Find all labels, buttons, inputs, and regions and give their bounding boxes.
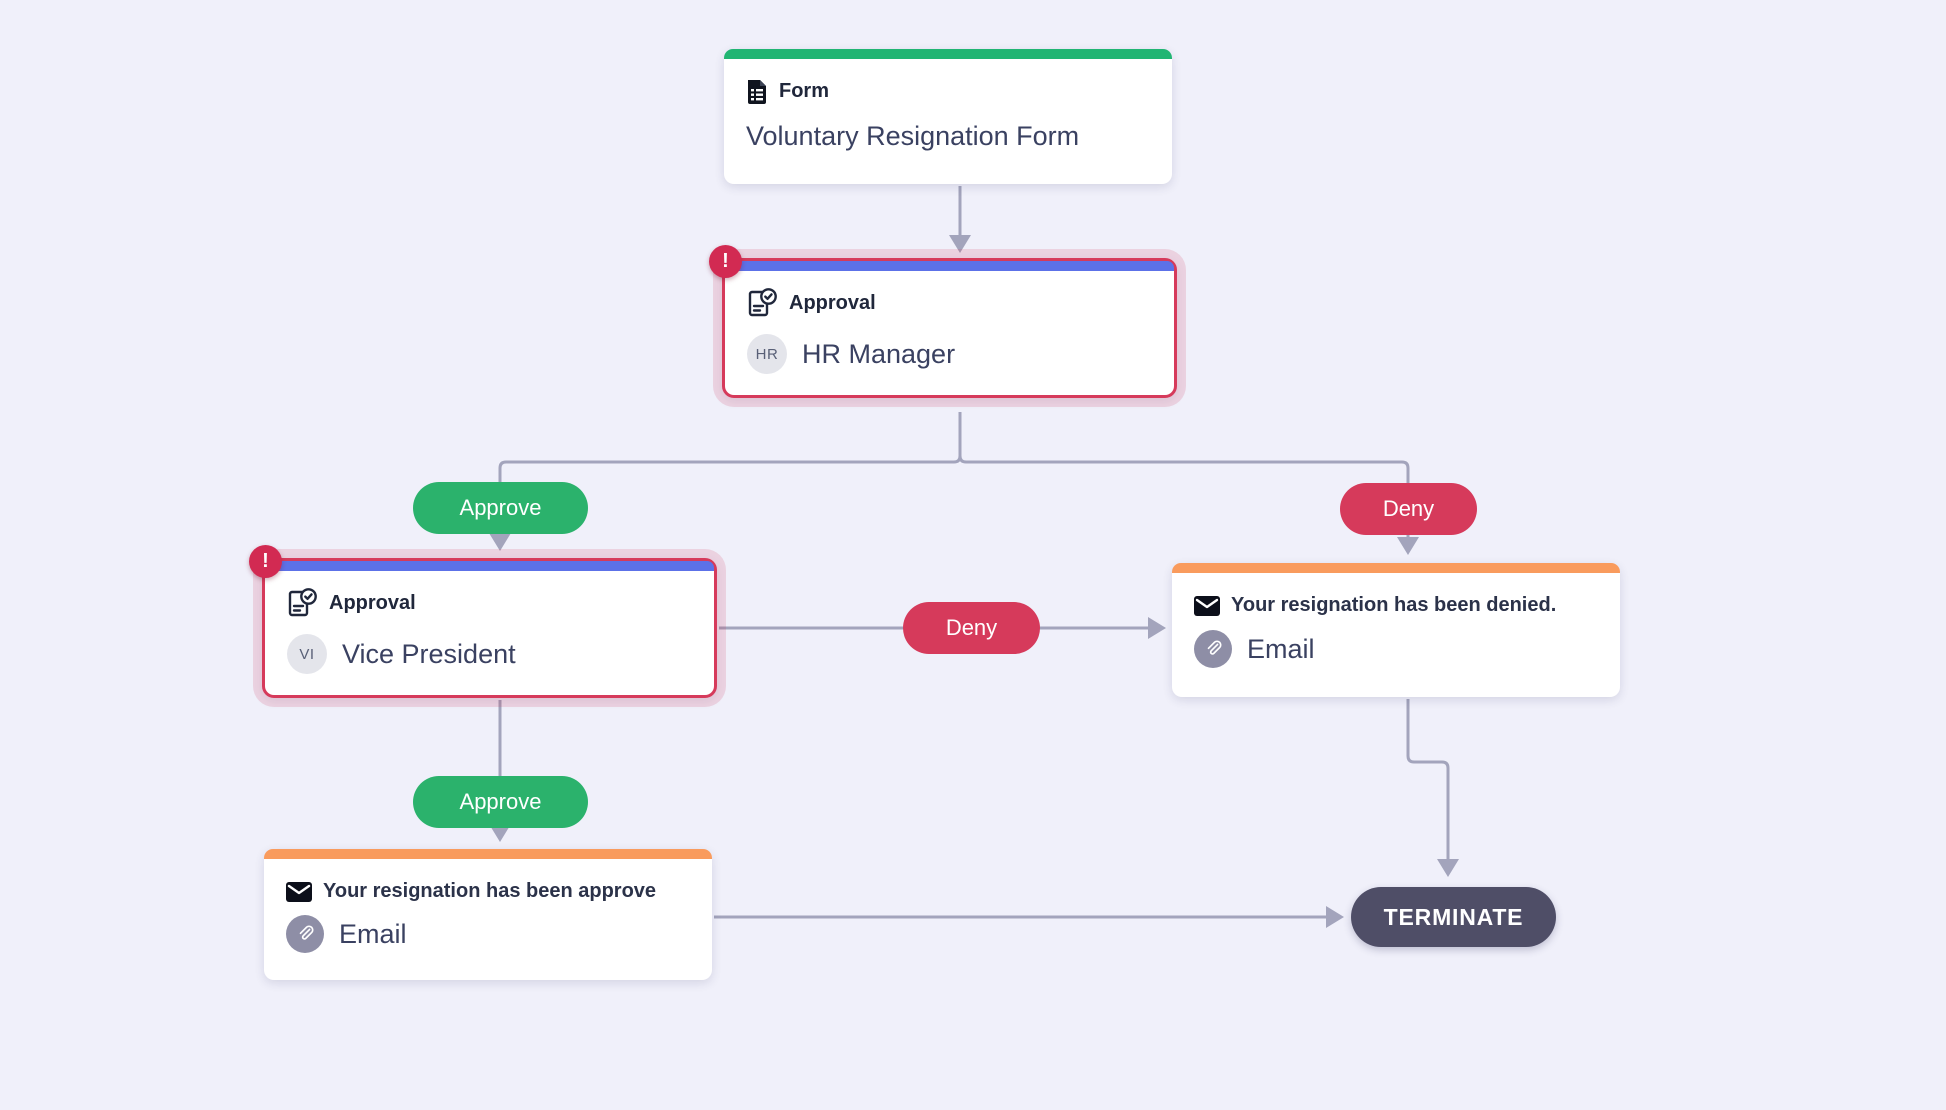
assignee-avatar: HR xyxy=(747,334,787,374)
assignee-avatar: VI xyxy=(287,634,327,674)
error-badge[interactable]: ! xyxy=(709,245,742,278)
arrowhead xyxy=(1437,859,1459,877)
channel-label: Email xyxy=(339,918,407,949)
deny-branch-pill[interactable]: Deny xyxy=(1340,483,1477,535)
approval-accent-bar xyxy=(725,261,1174,271)
arrowhead xyxy=(489,533,511,551)
approval-accent-bar xyxy=(265,561,714,571)
edge-branch-deny xyxy=(958,455,1410,538)
email-subject: Your resignation has been denied. xyxy=(1231,594,1557,616)
paperclip-icon xyxy=(1194,630,1232,668)
approve-branch-pill[interactable]: Approve xyxy=(413,776,588,828)
envelope-icon xyxy=(1194,595,1220,616)
deny-branch-pill[interactable]: Deny xyxy=(903,602,1040,654)
node-email-approved[interactable]: Your resignation has been approve Email xyxy=(264,849,712,980)
node-approval-hr-manager[interactable]: ! Approval HR HR Manager xyxy=(709,245,1177,398)
arrowhead xyxy=(1397,537,1419,555)
node-terminate[interactable]: TERMINATE xyxy=(1351,887,1556,947)
node-type-label: Approval xyxy=(789,291,876,314)
form-title: Voluntary Resignation Form xyxy=(746,121,1080,151)
arrowhead xyxy=(949,235,971,253)
email-accent-bar xyxy=(1172,563,1620,573)
node-email-denied[interactable]: Your resignation has been denied. Email xyxy=(1172,563,1620,697)
paperclip-icon xyxy=(286,915,324,953)
node-form[interactable]: Form Voluntary Resignation Form xyxy=(724,49,1172,184)
form-accent-bar xyxy=(724,49,1172,59)
email-accent-bar xyxy=(264,849,712,859)
form-document-icon xyxy=(746,78,768,104)
error-badge[interactable]: ! xyxy=(249,545,282,578)
approve-branch-pill[interactable]: Approve xyxy=(413,482,588,534)
approval-clipboard-check-icon xyxy=(287,587,318,619)
arrowhead xyxy=(1148,617,1166,639)
arrowhead xyxy=(489,824,511,842)
email-subject: Your resignation has been approve xyxy=(323,880,657,902)
assignee-name: HR Manager xyxy=(802,338,956,369)
node-type-label: Approval xyxy=(329,591,416,614)
edge-denied-to-terminate xyxy=(1406,699,1450,860)
channel-label: Email xyxy=(1247,633,1315,664)
arrowhead xyxy=(1326,906,1344,928)
assignee-name: Vice President xyxy=(342,638,516,669)
node-approval-vice-president[interactable]: ! Approval VI Vice President xyxy=(249,545,717,698)
approval-clipboard-check-icon xyxy=(747,287,778,319)
envelope-icon xyxy=(286,881,312,902)
node-type-label: Form xyxy=(779,79,829,102)
